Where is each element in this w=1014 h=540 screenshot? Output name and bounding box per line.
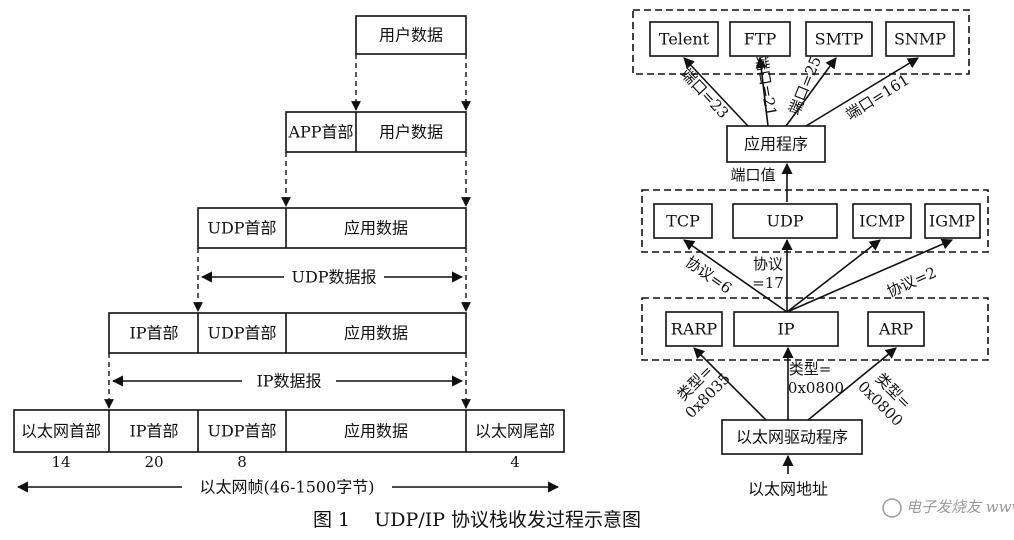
smtp-label: SMTP [815, 30, 864, 49]
ip-header-label-row5: IP首部 [129, 422, 178, 441]
port-25-label: 端口=25 [785, 54, 825, 118]
icmp-box [852, 203, 912, 239]
ftp-box [729, 21, 791, 57]
icmp-label: ICMP [859, 212, 905, 231]
user-data-box-row1 [355, 15, 467, 55]
ethernet-driver-box [721, 419, 863, 455]
snmp-label: SNMP [894, 30, 946, 49]
telnet-box [649, 21, 719, 57]
protocol-17-label-line1: 协议 [753, 255, 783, 273]
ip-header-size: 20 [144, 453, 163, 471]
ip-label: IP [777, 320, 794, 339]
watermark: 电子发烧友 www.elecfans.com [882, 498, 1014, 518]
udp-header-label-row5: UDP首部 [207, 422, 276, 441]
smtp-box [805, 21, 873, 57]
udp-datagram-label: UDP数据报 [291, 268, 376, 287]
telnet-label: Telent [659, 30, 710, 49]
network-layer-group [641, 297, 989, 361]
application-layer-group [632, 9, 970, 75]
snmp-box [885, 21, 955, 57]
udp-header-label-row4: UDP首部 [207, 324, 276, 343]
igmp-box [924, 203, 981, 239]
ftp-label: FTP [744, 30, 777, 49]
encapsulation-diagram: 用户数据 APP首部 用户数据 UDP首部 应用数据 UDP数据报 IP首部 U… [13, 15, 565, 497]
watermark-text: 电子发烧友 www.elecfans.com [906, 498, 1014, 516]
app-data-label-row4: 应用数据 [344, 324, 408, 343]
udp-label: UDP [766, 212, 803, 231]
udp-header-label-row3: UDP首部 [207, 219, 276, 238]
udp-header-size: 8 [237, 453, 247, 471]
eth-trailer-size: 4 [510, 453, 520, 471]
ethernet-address-label: 以太网地址 [748, 480, 828, 499]
protocol-17-label-line2: =17 [752, 274, 784, 292]
type-ip-label-line1: 类型= [789, 360, 832, 378]
arp-box [867, 311, 925, 347]
type-ip-label-line2: 0x0800 [788, 379, 844, 397]
app-program-box [726, 125, 826, 163]
eth-header-label: 以太网首部 [21, 422, 101, 441]
demultiplexing-diagram: Telent FTP SMTP SNMP 应用程序 端口=23 端口=21 端口… [632, 9, 989, 499]
ip-packet-box [108, 312, 467, 354]
ip-datagram-label: IP数据报 [256, 372, 321, 391]
udp-box [732, 203, 838, 239]
user-data-label-row2: 用户数据 [379, 123, 443, 142]
port-value-label: 端口值 [730, 166, 775, 184]
app-data-label-row5: 应用数据 [344, 422, 408, 441]
user-data-label-row1: 用户数据 [379, 26, 443, 45]
ip-header-label-row4: IP首部 [129, 324, 178, 343]
ip-box [733, 311, 839, 347]
figure-caption: 图 1 UDP/IP 协议栈收发过程示意图 [313, 509, 641, 531]
protocol-2-label: 协议=2 [884, 263, 939, 301]
eth-header-size: 14 [51, 453, 70, 471]
eth-trailer-label: 以太网尾部 [475, 422, 555, 441]
ethernet-frame-box [13, 409, 565, 453]
app-header-label: APP首部 [287, 123, 353, 142]
tcp-label: TCP [666, 212, 700, 231]
udp-packet-box [197, 207, 467, 249]
app-packet-box [285, 111, 467, 153]
transport-layer-group [641, 189, 989, 253]
app-program-label: 应用程序 [744, 135, 808, 154]
rarp-label: RARP [671, 320, 718, 339]
protocol-6-label: 协议=6 [682, 253, 735, 298]
rarp-box [665, 311, 723, 347]
arp-label: ARP [878, 320, 914, 339]
port-21-label: 端口=21 [752, 54, 780, 118]
tcp-box [653, 203, 713, 239]
app-data-label-row3: 应用数据 [344, 219, 408, 238]
ethernet-driver-label: 以太网驱动程序 [736, 428, 848, 447]
igmp-label: IGMP [929, 212, 975, 231]
ethernet-frame-label: 以太网帧(46-1500字节) [200, 478, 375, 497]
